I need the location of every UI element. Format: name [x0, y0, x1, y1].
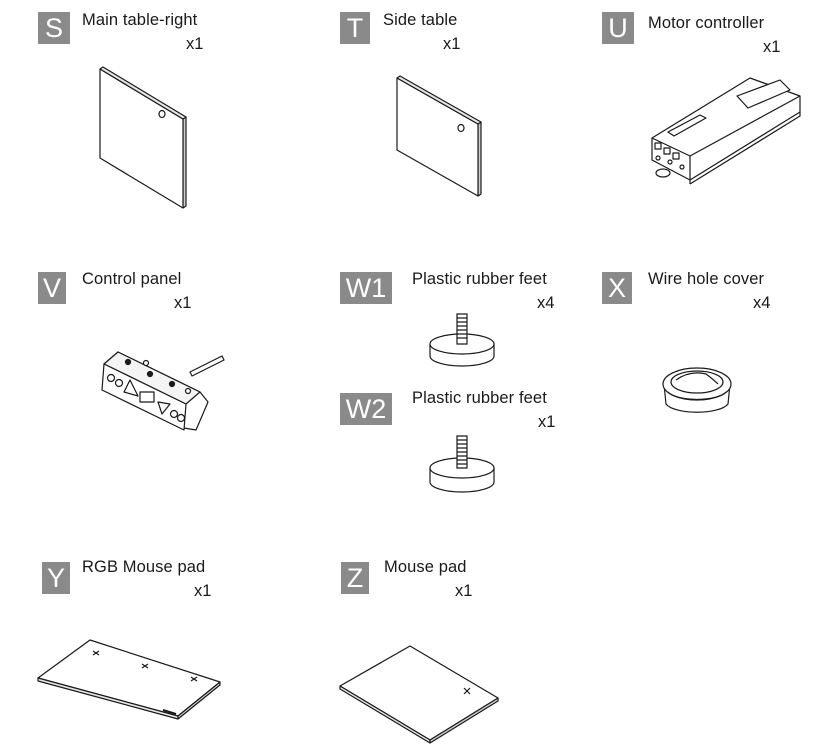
- part-name: Side table: [383, 11, 458, 29]
- part-quantity: x4: [537, 294, 555, 312]
- part-quantity: x1: [194, 582, 212, 600]
- part-quantity: x1: [538, 413, 556, 431]
- part-letter-badge: W1: [340, 272, 392, 304]
- part-name: Plastic rubber feet: [412, 389, 547, 407]
- part-name: RGB Mouse pad: [82, 558, 206, 576]
- part-name: Plastic rubber feet: [412, 270, 547, 288]
- part-letter-badge: W2: [340, 393, 392, 425]
- part-letter-badge: U: [602, 12, 634, 44]
- part-quantity: x1: [186, 35, 204, 53]
- part-name: Motor controller: [648, 14, 765, 32]
- part-name: Main table-right: [82, 11, 198, 29]
- part-letter-badge: Z: [341, 562, 369, 594]
- part-quantity: x1: [443, 35, 461, 53]
- part-letter-badge: Y: [42, 562, 70, 594]
- part-name: Mouse pad: [384, 558, 467, 576]
- part-quantity: x1: [174, 294, 192, 312]
- part-letter-badge: T: [340, 12, 370, 44]
- part-name: Control panel: [82, 270, 182, 288]
- part-quantity: x4: [753, 294, 771, 312]
- part-letter-badge: V: [38, 272, 66, 304]
- part-quantity: x1: [455, 582, 473, 600]
- part-name: Wire hole cover: [648, 270, 765, 288]
- part-quantity: x1: [763, 38, 781, 56]
- part-letter-badge: S: [38, 12, 70, 44]
- part-letter-badge: X: [602, 272, 632, 304]
